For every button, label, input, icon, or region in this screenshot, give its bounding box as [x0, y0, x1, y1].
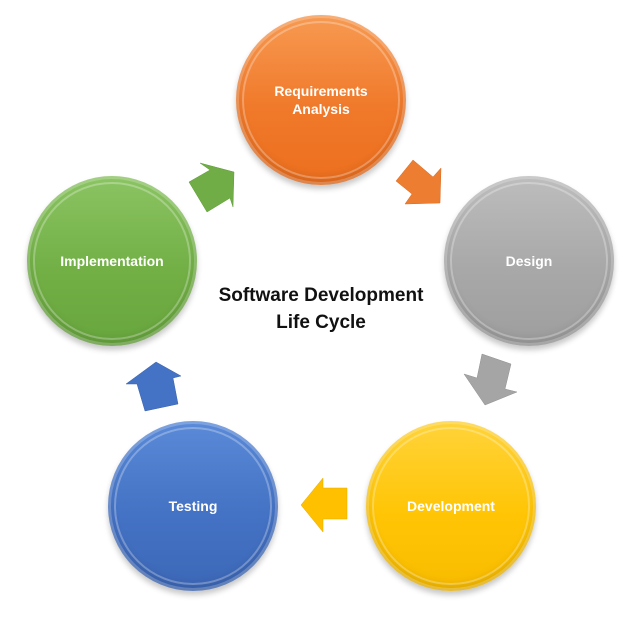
- stage-design: Design: [444, 176, 614, 346]
- stage-testing: Testing: [108, 421, 278, 591]
- stage-label: Design: [505, 253, 553, 269]
- stage-label: Implementation: [60, 253, 164, 269]
- stage-development: Development: [366, 421, 536, 591]
- arrow-requirements-to-design: [395, 159, 442, 205]
- stage-implementation: Implementation: [27, 176, 197, 346]
- stage-label: Requirements Analysis: [274, 83, 368, 117]
- diagram-title: Software Development Life Cycle: [218, 285, 424, 333]
- stage-label: Testing: [168, 498, 218, 514]
- arrow-implementation-to-requirements: [188, 162, 235, 213]
- arrow-development-to-testing: [300, 477, 348, 533]
- arrow-testing-to-implementation: [125, 361, 182, 412]
- stage-label: Development: [407, 498, 495, 514]
- stage-requirements-analysis: Requirements Analysis: [236, 15, 406, 185]
- arrow-design-to-development: [463, 353, 518, 406]
